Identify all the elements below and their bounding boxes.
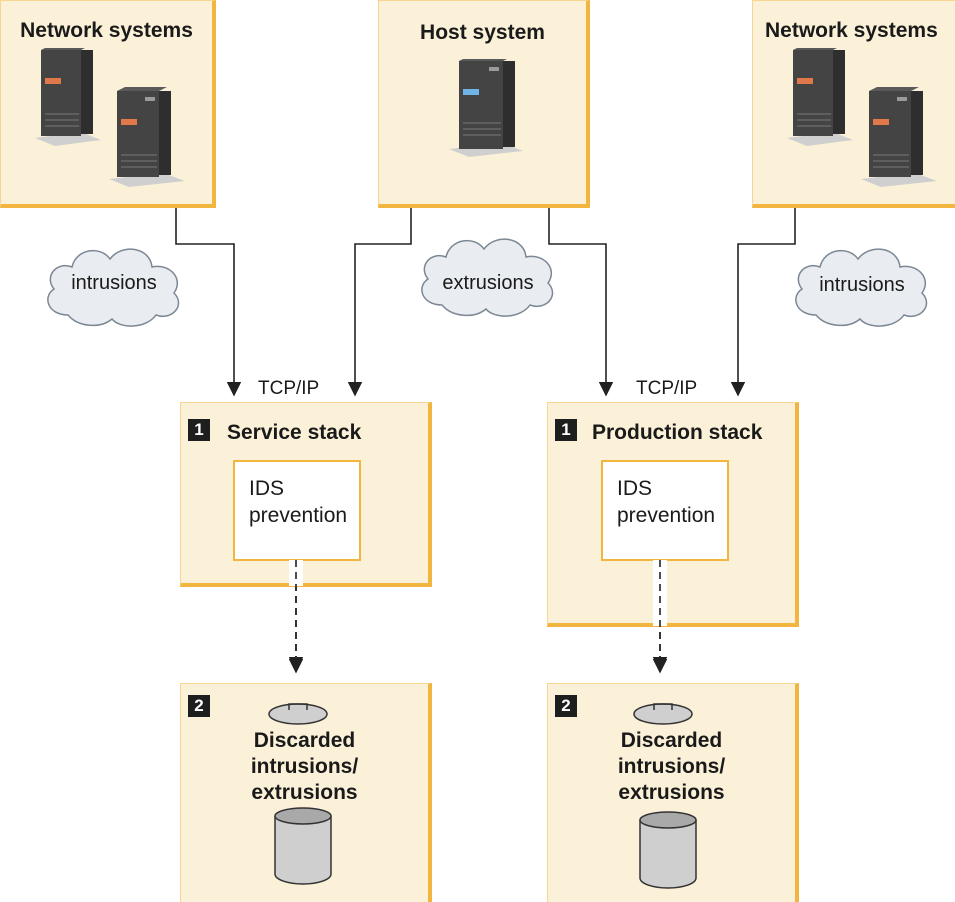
- cloud-label-right: intrusions: [819, 274, 905, 296]
- cloud-icon-left: [47, 248, 180, 327]
- server-icon: [449, 59, 523, 157]
- discarded-label-line1: Discarded: [253, 729, 356, 752]
- cloud-icon-right: [795, 248, 928, 327]
- service-stack-title: Service stack: [227, 421, 362, 444]
- discarded-label: Discarded intrusions/ extrusions: [181, 728, 428, 806]
- ids-prevention-label: IDS prevention: [249, 475, 347, 529]
- ids-label-line2: prevention: [617, 504, 716, 527]
- link-right-network-to-production: [730, 208, 796, 397]
- server-icon: [861, 87, 937, 187]
- trash-lid-icon: [268, 703, 328, 725]
- ids-prevention-label: IDS prevention: [617, 475, 715, 529]
- tcpip-label-right: TCP/IP: [636, 378, 698, 399]
- step-badge: 1: [555, 419, 577, 441]
- discarded-label-line3: extrusions: [618, 781, 725, 804]
- discarded-label-line1: Discarded: [620, 729, 723, 752]
- ids-label-line2: prevention: [249, 504, 348, 527]
- ids-prevention-box: IDS prevention: [233, 460, 361, 561]
- link-left-network-to-service: [175, 208, 242, 397]
- trash-lid-icon: [633, 703, 693, 725]
- step-badge: 2: [188, 695, 210, 717]
- host-system-panel: Host system: [378, 0, 590, 208]
- discarded-label-line2: intrusions/: [250, 755, 359, 778]
- trash-can-icon: [639, 811, 697, 889]
- link-host-to-service: [347, 208, 412, 397]
- link-host-to-production: [548, 208, 614, 397]
- ids-label-line1: IDS: [249, 477, 285, 500]
- network-systems-panel-right: Network systems: [752, 0, 955, 208]
- discarded-label-line2: intrusions/: [617, 755, 726, 778]
- ids-label-line1: IDS: [617, 477, 653, 500]
- step-badge: 2: [555, 695, 577, 717]
- network-systems-panel-left: Network systems: [0, 0, 216, 208]
- server-icon: [787, 48, 853, 146]
- network-systems-title-left: Network systems: [20, 19, 193, 42]
- service-stack-panel: 1 Service stack IDS prevention: [180, 402, 432, 587]
- cloud-label-left: intrusions: [71, 272, 157, 294]
- discard-panel-right: 2 Discarded intrusions/ extrusions: [547, 683, 799, 902]
- trash-can-icon: [274, 807, 332, 885]
- network-systems-title-right: Network systems: [765, 19, 938, 42]
- tcpip-label-left: TCP/IP: [258, 378, 320, 399]
- discard-panel-left: 2 Discarded intrusions/ extrusions: [180, 683, 432, 902]
- cloud-label-center: extrusions: [442, 272, 534, 294]
- host-system-title: Host system: [420, 21, 545, 44]
- production-stack-title: Production stack: [592, 421, 763, 444]
- server-icon: [35, 48, 101, 146]
- discarded-label: Discarded intrusions/ extrusions: [548, 728, 795, 806]
- cloud-icon-center: [421, 238, 554, 317]
- step-badge: 1: [188, 419, 210, 441]
- discarded-label-line3: extrusions: [251, 781, 358, 804]
- server-icon: [109, 87, 185, 187]
- production-stack-panel: 1 Production stack IDS prevention: [547, 402, 799, 627]
- ids-prevention-box: IDS prevention: [601, 460, 729, 561]
